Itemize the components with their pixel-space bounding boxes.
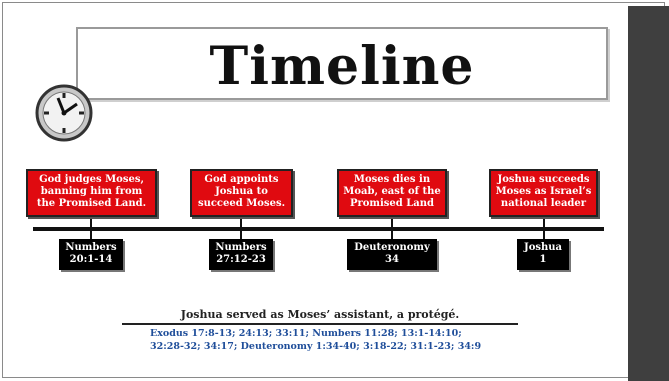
title-box	[76, 27, 608, 100]
timeline-stem	[543, 218, 545, 240]
clock-icon	[35, 84, 93, 142]
timeline-stem	[240, 218, 242, 240]
timeline-stem	[391, 218, 393, 240]
timeline-event: Joshua succeeds Moses as Israel’s nation…	[489, 169, 598, 217]
side-panel	[628, 6, 669, 381]
timeline-reference: Deuteronomy 34	[347, 239, 437, 270]
scripture-references: Exodus 17:8-13; 24:13; 33:11; Numbers 11…	[150, 327, 520, 353]
timeline-reference: Numbers 20:1-14	[59, 239, 123, 270]
timeline-event: Moses dies in Moab, east of the Promised…	[337, 169, 447, 217]
timeline-reference: Numbers 27:12-23	[209, 239, 273, 270]
timeline-reference: Joshua 1	[517, 239, 569, 270]
page-title: Timeline	[209, 36, 475, 97]
scripture-ref-line[interactable]: 32:28-32; 34:17; Deuteronomy 1:34-40; 3:…	[150, 341, 482, 352]
divider	[122, 323, 518, 325]
timeline-event: God judges Moses, banning him from the P…	[26, 169, 157, 217]
timeline-line	[33, 227, 604, 231]
scripture-ref-line[interactable]: Exodus 17:8-13; 24:13; 33:11; Numbers 11…	[150, 328, 462, 339]
note-text: Joshua served as Moses’ assistant, a pro…	[180, 308, 460, 321]
timeline-event: God appoints Joshua to succeed Moses.	[190, 169, 293, 217]
timeline-stem	[90, 218, 92, 240]
